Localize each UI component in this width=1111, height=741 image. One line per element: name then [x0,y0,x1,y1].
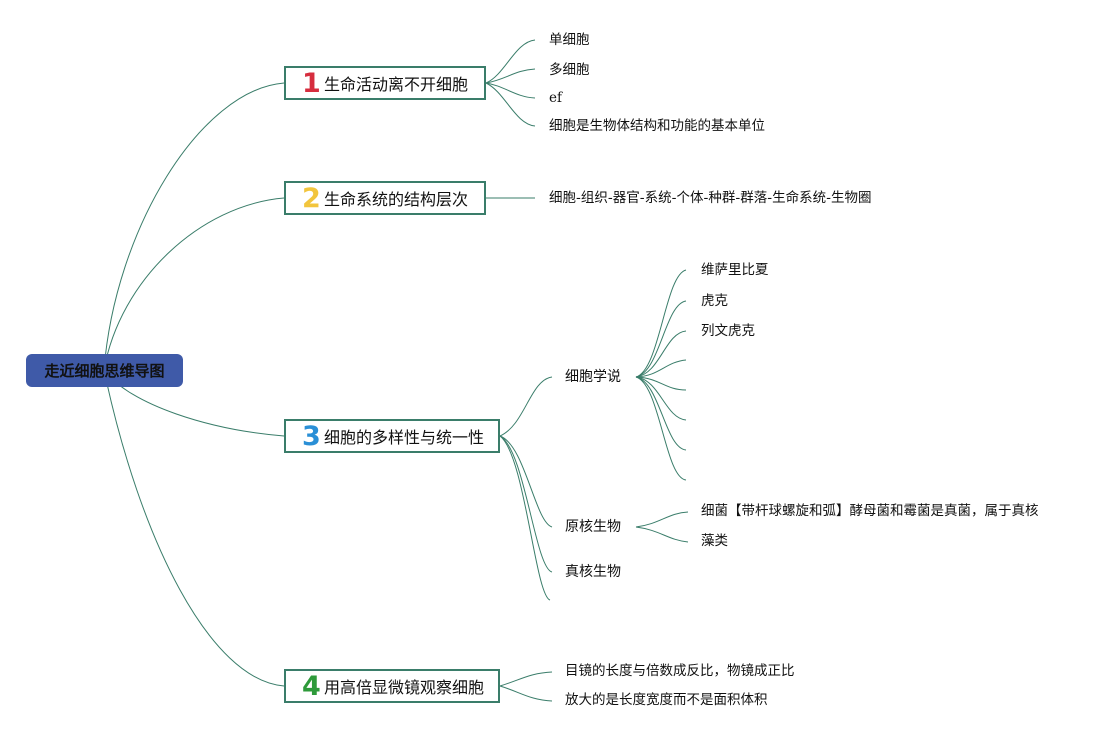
topic-3[interactable]: 3 细胞的多样性与统一性 [284,419,500,453]
leaf-1-2[interactable]: 多细胞 [549,62,590,78]
leaf-1-3[interactable]: ef [549,90,562,106]
subtopic-cell-theory[interactable]: 细胞学说 [565,369,621,385]
number-2-icon: 2 [302,182,321,214]
leaf-3-2-2[interactable]: 藻类 [701,533,728,549]
root-node[interactable]: 走近细胞思维导图 [26,354,183,387]
topic-1-label: 生命活动离不开细胞 [324,75,469,94]
leaf-3-2-1[interactable]: 细菌【带杆球螺旋和弧】酵母菌和霉菌是真菌，属于真核 [701,503,1039,519]
topic-2-label: 生命系统的结构层次 [324,190,469,209]
leaf-4-2[interactable]: 放大的是长度宽度而不是面积体积 [565,692,768,708]
topic-4[interactable]: 4 用高倍显微镜观察细胞 [284,669,500,703]
leaf-1-4[interactable]: 细胞是生物体结构和功能的基本单位 [549,118,765,134]
leaf-2-1[interactable]: 细胞-组织-器官-系统-个体-种群-群落-生命系统-生物圈 [549,190,872,206]
number-4-icon: 4 [302,670,321,702]
leaf-4-1[interactable]: 目镜的长度与倍数成反比，物镜成正比 [565,663,795,679]
leaf-3-1-1[interactable]: 维萨里比夏 [701,262,769,278]
subtopic-prokaryote[interactable]: 原核生物 [565,519,621,535]
topic-2[interactable]: 2 生命系统的结构层次 [284,181,486,215]
number-3-icon: 3 [302,420,321,452]
topic-1[interactable]: 1 生命活动离不开细胞 [284,66,486,100]
topic-4-label: 用高倍显微镜观察细胞 [324,678,485,697]
number-1-icon: 1 [302,67,321,99]
root-label: 走近细胞思维导图 [44,362,165,380]
subtopic-eukaryote[interactable]: 真核生物 [565,564,621,580]
leaf-1-1[interactable]: 单细胞 [549,32,590,48]
topic-3-label: 细胞的多样性与统一性 [324,428,485,447]
leaf-3-1-2[interactable]: 虎克 [701,293,728,309]
leaf-3-1-3[interactable]: 列文虎克 [701,323,755,339]
